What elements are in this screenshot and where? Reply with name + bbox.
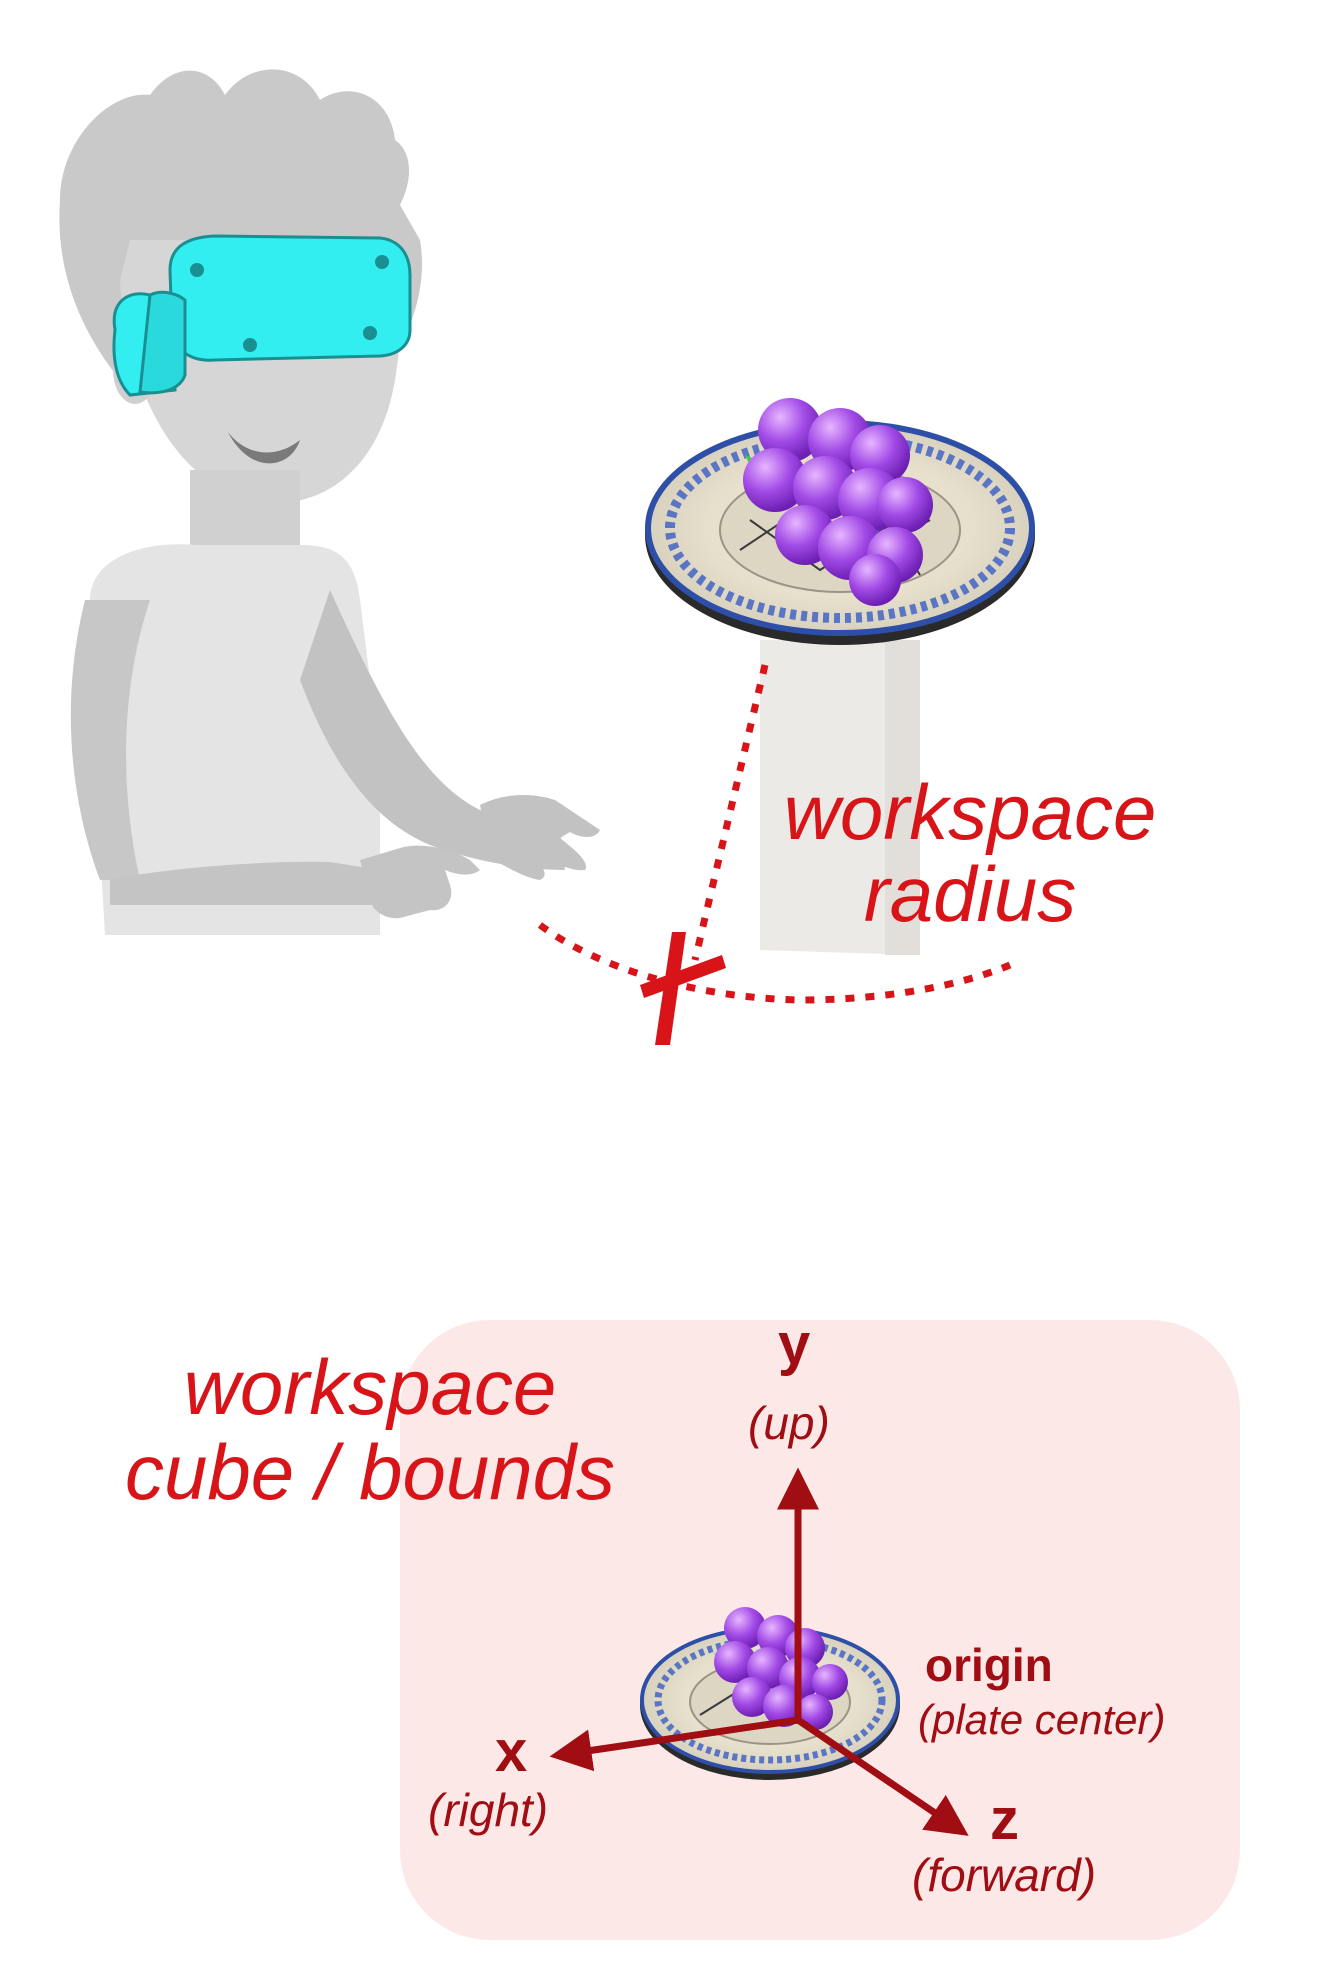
person-torso xyxy=(90,544,380,935)
cross-marker-icon xyxy=(640,932,726,1045)
vr-headset-icon xyxy=(112,234,412,397)
workspace-bounds-box xyxy=(400,1320,1240,1940)
axis-x-label: x xyxy=(495,1719,528,1784)
radius-line xyxy=(691,664,769,961)
grapes-top xyxy=(743,398,933,606)
pedestal xyxy=(760,640,920,955)
axis-z-sublabel: (forward) xyxy=(912,1849,1097,1901)
axis-z-label: z xyxy=(990,1787,1019,1852)
workspace-radius-label-line2: radius xyxy=(863,850,1077,938)
z-axis-arrow xyxy=(796,1717,969,1836)
axis-x-sublabel: (right) xyxy=(428,1784,549,1836)
axis-y-sublabel: (up) xyxy=(748,1397,830,1449)
origin-label: origin xyxy=(925,1639,1053,1691)
axis-y-label: y xyxy=(778,1312,811,1377)
plate-with-grapes-top xyxy=(645,398,1035,645)
workspace-radius-label-line1: workspace xyxy=(783,768,1157,856)
coordinate-axes xyxy=(549,1467,969,1836)
person-figure xyxy=(59,69,600,935)
x-axis-arrow xyxy=(549,1716,799,1772)
workspace-cube-label-line1: workspace xyxy=(183,1343,557,1431)
workspace-cube-label-line2: cube / bounds xyxy=(124,1428,616,1516)
origin-sublabel: (plate center) xyxy=(918,1696,1166,1743)
